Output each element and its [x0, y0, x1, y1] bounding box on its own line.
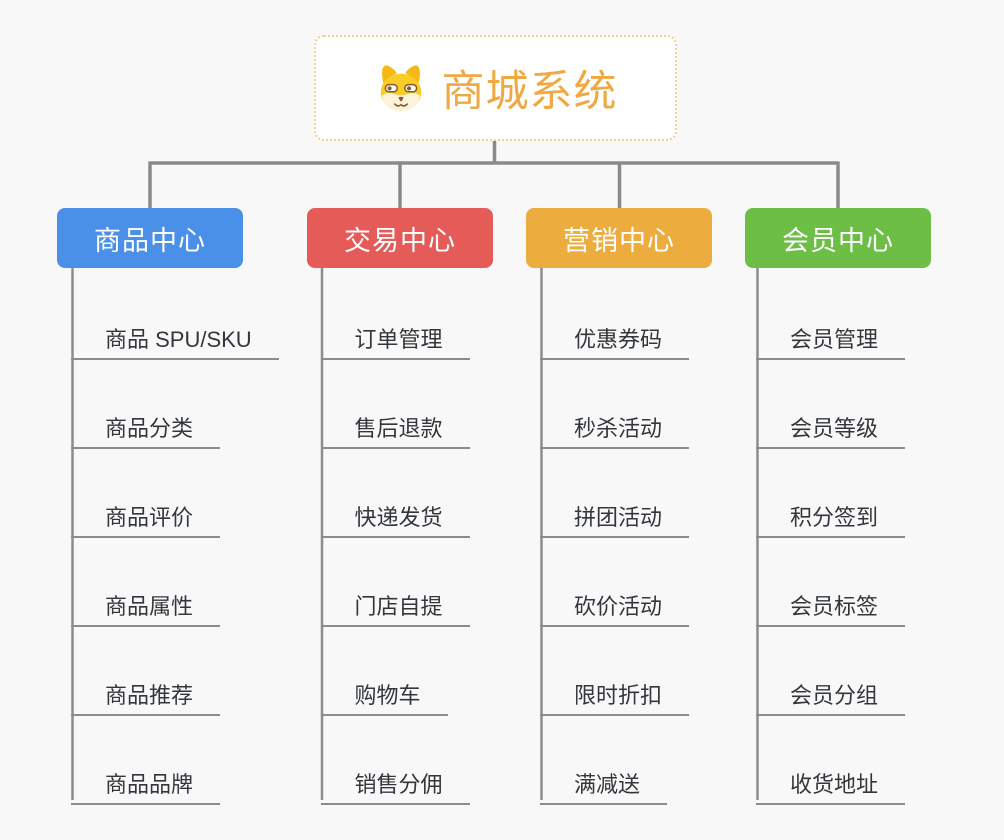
topic-node-after-sale-refund[interactable]: 售后退款	[320, 405, 470, 449]
topic-node-bargain-activity[interactable]: 砍价活动	[540, 583, 690, 627]
branch-node-trade-center[interactable]: 交易中心	[307, 208, 493, 268]
branch-node-member-center[interactable]: 会员中心	[745, 208, 931, 268]
topic-node-product-spu-sku[interactable]: 商品 SPU/SKU	[71, 316, 279, 360]
topic-node-product-category[interactable]: 商品分类	[71, 405, 221, 449]
topic-node-member-level[interactable]: 会员等级	[756, 405, 906, 449]
topic-node-product-recommend[interactable]: 商品推荐	[71, 672, 221, 716]
topic-node-member-tag[interactable]: 会员标签	[756, 583, 906, 627]
root-title: 商城系统	[441, 68, 618, 116]
topic-node-shipping-address[interactable]: 收货地址	[756, 761, 906, 805]
topic-node-group-buy[interactable]: 拼团活动	[540, 494, 690, 538]
topic-node-product-brand[interactable]: 商品品牌	[71, 761, 221, 805]
dog-face-icon	[374, 61, 428, 115]
topic-node-limited-time-discount[interactable]: 限时折扣	[540, 672, 690, 716]
topic-node-sales-commission[interactable]: 销售分佣	[320, 761, 470, 805]
topic-node-shopping-cart[interactable]: 购物车	[320, 672, 448, 716]
branch-node-marketing-center[interactable]: 营销中心	[526, 208, 712, 268]
topic-node-points-checkin[interactable]: 积分签到	[756, 494, 906, 538]
topic-node-order-management[interactable]: 订单管理	[320, 316, 470, 360]
topic-node-member-group[interactable]: 会员分组	[756, 672, 906, 716]
topic-node-product-review[interactable]: 商品评价	[71, 494, 221, 538]
branch-node-product-center[interactable]: 商品中心	[57, 208, 243, 268]
topic-node-product-attribute[interactable]: 商品属性	[71, 583, 221, 627]
topic-node-flash-sale[interactable]: 秒杀活动	[540, 405, 690, 449]
topic-node-express-delivery[interactable]: 快递发货	[320, 494, 470, 538]
topic-node-store-pickup[interactable]: 门店自提	[320, 583, 470, 627]
topic-node-member-management[interactable]: 会员管理	[756, 316, 906, 360]
root-node[interactable]: 商城系统	[314, 35, 677, 141]
topic-node-coupon-code[interactable]: 优惠券码	[540, 316, 690, 360]
topic-node-full-reduction[interactable]: 满减送	[540, 761, 668, 805]
